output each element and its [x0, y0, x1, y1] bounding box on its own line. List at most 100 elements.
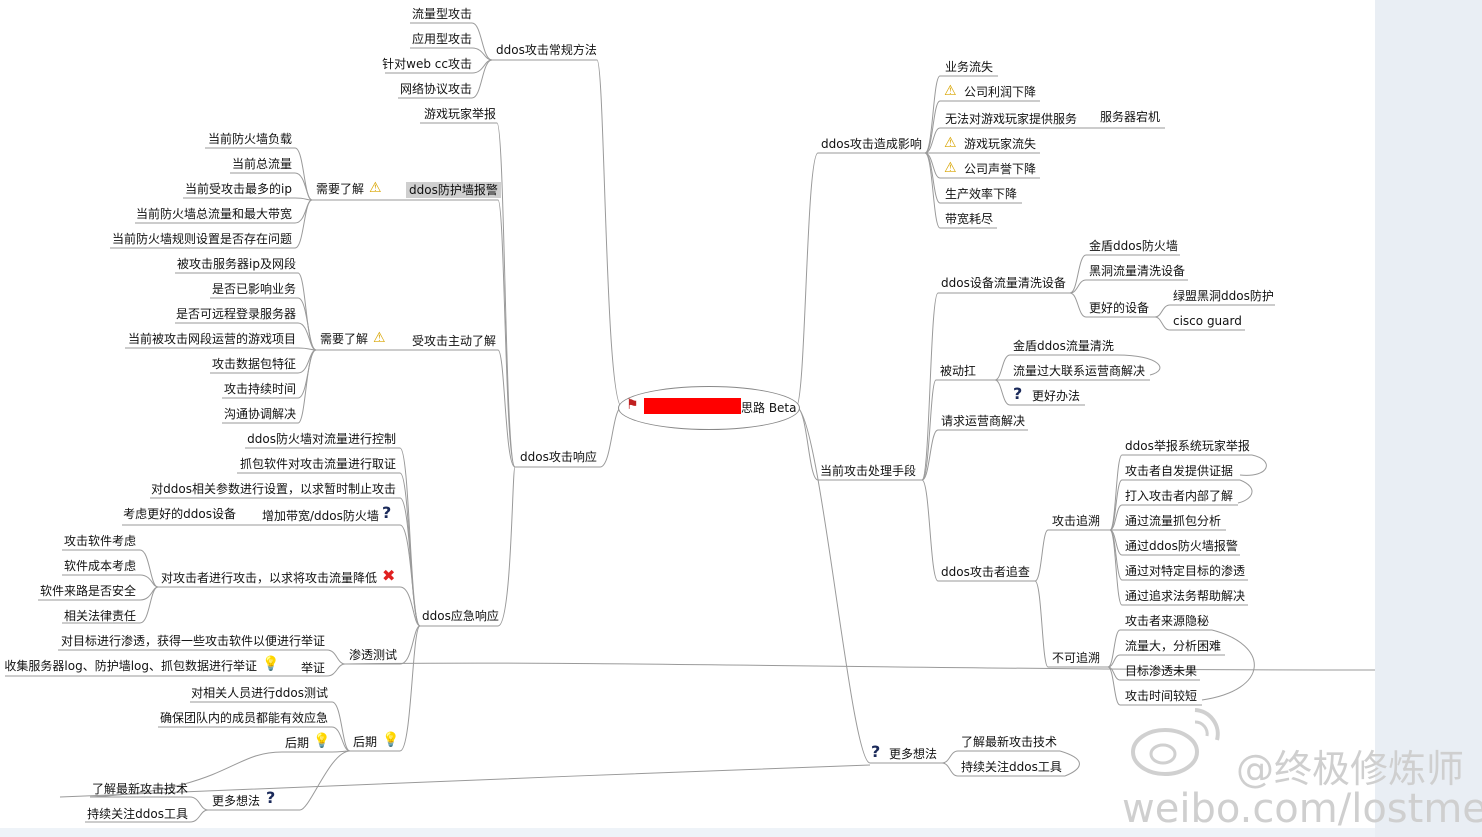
node-ddos-impact[interactable]: ddos攻击造成影响	[821, 137, 922, 151]
node-jindun-fw[interactable]: 金盾ddos防火墙	[1089, 239, 1178, 253]
watermark-handle: @终极修炼师	[1236, 747, 1465, 791]
node-latest-tech-left[interactable]: 了解最新攻击技术	[91, 782, 188, 796]
node-fw-bandwidth[interactable]: 当前防火墙总流量和最大带宽	[135, 207, 292, 221]
node-ddos-params[interactable]: 对ddos相关参数进行设置，以求暂时制止攻击	[151, 482, 396, 496]
node-business-impact[interactable]: 是否已影响业务	[211, 282, 296, 296]
node-capture-evidence[interactable]: 抓包软件对攻击流量进行取证	[239, 457, 396, 471]
node-latest-tech-right[interactable]: 了解最新攻击技术	[961, 735, 1058, 749]
redacted-title	[644, 398, 741, 414]
node-add-bandwidth[interactable]: 增加带宽/ddos防火墙	[262, 509, 379, 523]
node-fw-alert-trace[interactable]: 通过ddos防火墙报警	[1125, 539, 1238, 553]
node-fw-load[interactable]: 当前防火墙负载	[207, 132, 292, 146]
node-nsfocus[interactable]: 绿盟黑洞ddos防护	[1173, 289, 1274, 303]
node-later-2[interactable]: 后期	[285, 736, 310, 750]
node-attack-duration[interactable]: 攻击持续时间	[223, 382, 296, 396]
node-protocol-attack[interactable]: 网络协议攻击	[399, 82, 472, 96]
watermark-url: weibo.com/lostme	[1122, 786, 1482, 832]
node-ddos-response[interactable]: ddos攻击响应	[520, 450, 597, 464]
node-firewall-alert[interactable]: ddos防护墙报警	[406, 182, 501, 198]
node-evidence[interactable]: 举证	[301, 661, 326, 675]
warning-icon: ⚠	[944, 83, 957, 99]
node-profit-down[interactable]: 公司利润下降	[964, 85, 1037, 99]
central-topic-label: 思路 Beta	[741, 401, 797, 415]
node-packet-feature[interactable]: 攻击数据包特征	[211, 357, 296, 371]
node-ddos-methods[interactable]: ddos攻击常规方法	[496, 43, 597, 57]
node-better-device[interactable]: 考虑更好的ddos设备	[123, 507, 236, 521]
node-cleaning-device[interactable]: ddos设备流量清洗设备	[941, 276, 1066, 290]
node-bandwidth-exhausted[interactable]: 带宽耗尽	[945, 212, 994, 226]
warning-icon: ⚠	[944, 135, 957, 151]
node-attacked-learn[interactable]: 受攻击主动了解	[412, 334, 497, 348]
node-pentest-target[interactable]: 对目标进行渗透，获得一些攻击软件以便进行举证	[60, 634, 325, 648]
node-most-attacked-ip[interactable]: 当前受攻击最多的ip	[185, 182, 292, 196]
node-pentest[interactable]: 渗透测试	[349, 648, 398, 662]
node-current-handling[interactable]: 当前攻击处理手段	[820, 464, 917, 478]
question-icon: ?	[382, 503, 392, 522]
weibo-logo-icon	[1131, 708, 1220, 776]
node-more-ideas-right[interactable]: 更多想法	[889, 747, 938, 761]
node-short-attack[interactable]: 攻击时间较短	[1125, 689, 1198, 703]
node-software-cost[interactable]: 软件成本考虑	[63, 559, 136, 573]
node-untraceable[interactable]: 不可追溯	[1052, 651, 1101, 665]
node-fw-control[interactable]: ddos防火墙对流量进行控制	[247, 432, 396, 446]
node-attack-software[interactable]: 攻击软件考虑	[63, 534, 136, 548]
node-better-devices[interactable]: 更好的设备	[1089, 301, 1150, 315]
node-app-attack[interactable]: 应用型攻击	[411, 32, 472, 46]
node-coordinate[interactable]: 沟通协调解决	[223, 407, 296, 421]
node-player-loss[interactable]: 游戏玩家流失	[964, 137, 1037, 151]
node-hidden-source[interactable]: 攻击者来源隐秘	[1125, 614, 1210, 628]
node-legal[interactable]: 相关法律责任	[63, 609, 136, 623]
node-business-loss[interactable]: 业务流失	[945, 60, 994, 74]
node-software-safe[interactable]: 软件来路是否安全	[39, 584, 136, 598]
node-blackhole-device[interactable]: 黑洞流量清洗设备	[1089, 264, 1186, 278]
node-jindun-clean[interactable]: 金盾ddos流量清洗	[1013, 339, 1114, 353]
flag-icon: ⚑	[626, 397, 639, 413]
node-team-ready[interactable]: 确保团队内的成员都能有效应急	[159, 711, 328, 725]
node-later[interactable]: 后期	[353, 735, 378, 749]
question-icon: ?	[1013, 384, 1023, 403]
scroll-strip	[1375, 0, 1482, 837]
node-emergency-response[interactable]: ddos应急响应	[422, 609, 499, 623]
node-no-service[interactable]: 无法对游戏玩家提供服务	[945, 112, 1078, 126]
node-trace-attacker[interactable]: ddos攻击者追查	[941, 565, 1030, 579]
lightbulb-icon: 💡	[382, 732, 400, 748]
node-more-ideas-left[interactable]: 更多想法	[212, 794, 261, 808]
warning-icon: ⚠	[369, 180, 382, 196]
lightbulb-icon: 💡	[313, 733, 331, 749]
node-report-system[interactable]: ddos举报系统玩家举报	[1125, 439, 1250, 453]
node-better-way[interactable]: 更好办法	[1032, 389, 1081, 403]
node-target-pentest[interactable]: 通过对特定目标的渗透	[1125, 564, 1246, 578]
node-web-cc-attack[interactable]: 针对web cc攻击	[382, 57, 472, 71]
node-cisco-guard[interactable]: cisco guard	[1173, 314, 1242, 328]
node-reputation-down[interactable]: 公司声誉下降	[964, 162, 1037, 176]
node-ddos-tools-right[interactable]: 持续关注ddos工具	[961, 760, 1062, 774]
node-ddos-test[interactable]: 对相关人员进行ddos测试	[191, 686, 328, 700]
node-game-projects[interactable]: 当前被攻击网段运营的游戏项目	[127, 332, 296, 346]
node-fw-rules[interactable]: 当前防火墙规则设置是否存在问题	[111, 232, 292, 246]
node-ddos-tools-left[interactable]: 持续关注ddos工具	[87, 807, 188, 821]
node-packet-analysis[interactable]: 通过流量抓包分析	[1125, 514, 1222, 528]
node-need-know-1[interactable]: 需要了解	[316, 182, 365, 196]
lightbulb-icon: 💡	[262, 656, 280, 672]
node-total-flow[interactable]: 当前总流量	[231, 157, 292, 171]
node-server-down[interactable]: 服务器宕机	[1100, 110, 1161, 124]
node-hard-analysis[interactable]: 流量大，分析困难	[1125, 639, 1222, 653]
warning-icon: ⚠	[944, 160, 957, 176]
node-contact-isp[interactable]: 流量过大联系运营商解决	[1013, 364, 1146, 378]
node-player-report[interactable]: 游戏玩家举报	[423, 107, 496, 121]
question-icon: ?	[266, 788, 276, 807]
node-counter-attack[interactable]: 对攻击者进行攻击，以求将攻击流量降低	[161, 571, 378, 585]
node-need-know-2[interactable]: 需要了解	[320, 332, 369, 346]
node-legal-help[interactable]: 通过追求法务帮助解决	[1125, 589, 1246, 603]
node-collect-logs[interactable]: 收集服务器log、防护墙log、抓包数据进行举证	[4, 659, 257, 673]
node-passive[interactable]: 被动扛	[940, 364, 977, 378]
node-self-evidence[interactable]: 攻击者自发提供证据	[1125, 464, 1234, 478]
node-infiltrate[interactable]: 打入攻击者内部了解	[1125, 489, 1234, 503]
node-request-isp[interactable]: 请求运营商解决	[941, 414, 1026, 428]
node-traceable[interactable]: 攻击追溯	[1052, 514, 1101, 528]
node-efficiency-down[interactable]: 生产效率下降	[945, 187, 1018, 201]
node-pentest-failed[interactable]: 目标渗透未果	[1125, 664, 1198, 678]
node-server-ip[interactable]: 被攻击服务器ip及网段	[177, 257, 296, 271]
node-flow-attack[interactable]: 流量型攻击	[411, 7, 472, 21]
node-remote-login[interactable]: 是否可远程登录服务器	[175, 307, 296, 321]
